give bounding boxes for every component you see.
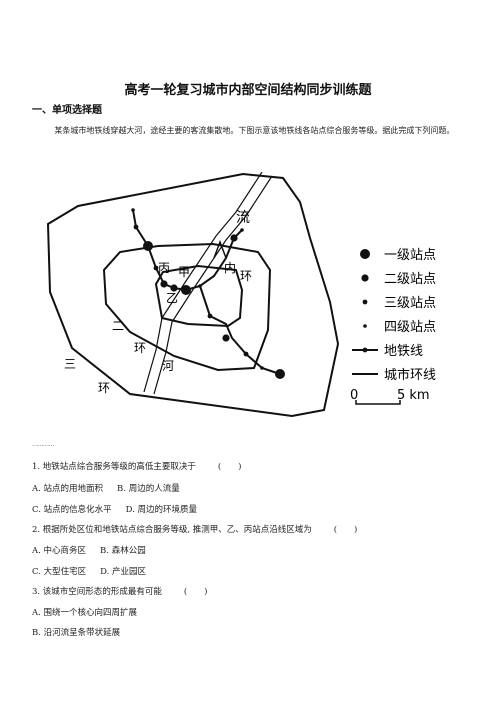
option-b: B. 沿河流呈条带状延展 — [32, 628, 121, 638]
section-heading: 一、单项选择题 — [32, 105, 102, 116]
station-label-bing: 丙 — [158, 261, 170, 275]
station-grade1 — [275, 369, 285, 379]
station-grade3 — [243, 351, 249, 357]
second-ring-road — [102, 242, 272, 372]
legend-grade3-symbol — [362, 299, 368, 305]
option-c: C. 站点的信息化水平 — [32, 505, 112, 515]
station-grade2 — [230, 234, 238, 242]
station-grade1 — [143, 241, 153, 251]
option-a: A. 站点的用地面积 — [32, 484, 104, 494]
metro-station-map: 流 河 内 环 二 环 三 环 甲 乙 丙 一级站点 二级站点 三级站点 四级站… — [46, 172, 436, 418]
legend-metro-dot — [362, 347, 368, 353]
question-3-option-b: B. 沿河流呈条带状延展 — [32, 626, 120, 638]
question-2-stem: 2. 根据所处区位和地铁站点综合服务等级, 推测甲、乙、丙站点沿线区域为 ( ) — [32, 523, 357, 535]
option-b: B. 周边的人流量 — [117, 484, 180, 494]
legend-label: 四级站点 — [384, 320, 436, 335]
legend-grade4-symbol — [363, 324, 367, 328]
option-d: D. 周边的环境质量 — [125, 505, 198, 515]
legend-grade2-symbol — [361, 274, 369, 282]
station-label-yi: 乙 — [166, 291, 178, 305]
third-ring-label: 三 — [64, 357, 76, 371]
separator: ………… — [32, 441, 55, 448]
scale-zero: 0 — [350, 388, 358, 403]
legend-label: 一级站点 — [384, 248, 436, 263]
inner-ring-road — [154, 264, 244, 328]
legend-label: 三级站点 — [384, 296, 436, 311]
map-legend: 一级站点 二级站点 三级站点 四级站点 地铁线 城市环线 0 5 km — [350, 248, 436, 405]
option-d: D. 产业园区 — [100, 567, 147, 577]
third-ring-label-2: 环 — [98, 381, 110, 395]
station-grade4 — [260, 366, 264, 370]
question-3-stem: 3. 该城市空间形态的形成最有可能 ( ) — [32, 585, 207, 597]
station-grade4 — [240, 228, 244, 232]
option-c: C. 大型住宅区 — [32, 567, 87, 577]
river-label: 流 — [236, 210, 250, 226]
station-grade1 — [181, 285, 191, 295]
station-grade4 — [131, 208, 135, 212]
station-grade3 — [133, 224, 139, 230]
intro-paragraph: 某条城市地铁线穿越大河，途经主要的客流集散地。下图示意该地铁线各站点综合服务等级… — [54, 126, 455, 135]
station-grade2 — [160, 280, 168, 288]
scale-distance: 5 km — [397, 388, 430, 403]
question-1-stem: 1. 地铁站点综合服务等级的高低主要取决于 ( ) — [32, 460, 241, 472]
option-a: A. 中心商务区 — [32, 546, 87, 556]
third-ring-road — [46, 172, 340, 418]
question-1-options-row1: A. 站点的用地面积 B. 周边的人流量 — [32, 482, 180, 494]
station-grade2 — [170, 284, 178, 292]
answer-bracket: ( ) — [217, 462, 242, 472]
page-title: 高考一轮复习城市内部空间结构同步训练题 — [124, 83, 372, 98]
river-arrow — [213, 239, 227, 259]
second-ring-label-2: 环 — [134, 341, 146, 355]
legend-label: 城市环线 — [384, 367, 436, 383]
second-ring-label: 二 — [112, 319, 124, 333]
river-label-2: 河 — [162, 359, 174, 373]
option-a: A. 围绕一个核心向四周扩展 — [32, 608, 138, 618]
inner-ring-label-2: 环 — [240, 269, 252, 283]
inner-ring-label: 内 — [224, 261, 236, 275]
answer-bracket: ( ) — [183, 587, 208, 597]
station-grade2 — [222, 334, 230, 342]
legend-label: 二级站点 — [384, 272, 436, 287]
scale-bar — [355, 400, 401, 405]
station-label-jia: 甲 — [178, 265, 190, 279]
legend-grade1-symbol — [360, 249, 370, 259]
question-text: 2. 根据所处区位和地铁站点综合服务等级, 推测甲、乙、丙站点沿线区域为 — [32, 525, 312, 535]
option-b: B. 森林公园 — [100, 546, 146, 556]
question-text: 3. 该城市空间形态的形成最有可能 — [32, 587, 162, 597]
question-1-options-row2: C. 站点的信息化水平 D. 周边的环境质量 — [32, 503, 197, 515]
question-2-options-row1: A. 中心商务区 B. 森林公园 — [32, 544, 146, 556]
question-2-options-row2: C. 大型住宅区 D. 产业园区 — [32, 565, 146, 577]
station-grade3 — [153, 265, 159, 271]
answer-bracket: ( ) — [333, 525, 358, 535]
station-grade4 — [198, 284, 202, 288]
river-line — [143, 172, 263, 393]
question-text: 1. 地铁站点综合服务等级的高低主要取决于 — [32, 462, 196, 472]
legend-label: 地铁线 — [384, 344, 423, 359]
station-grade3 — [207, 313, 213, 319]
question-3-option-a: A. 围绕一个核心向四周扩展 — [32, 606, 137, 618]
